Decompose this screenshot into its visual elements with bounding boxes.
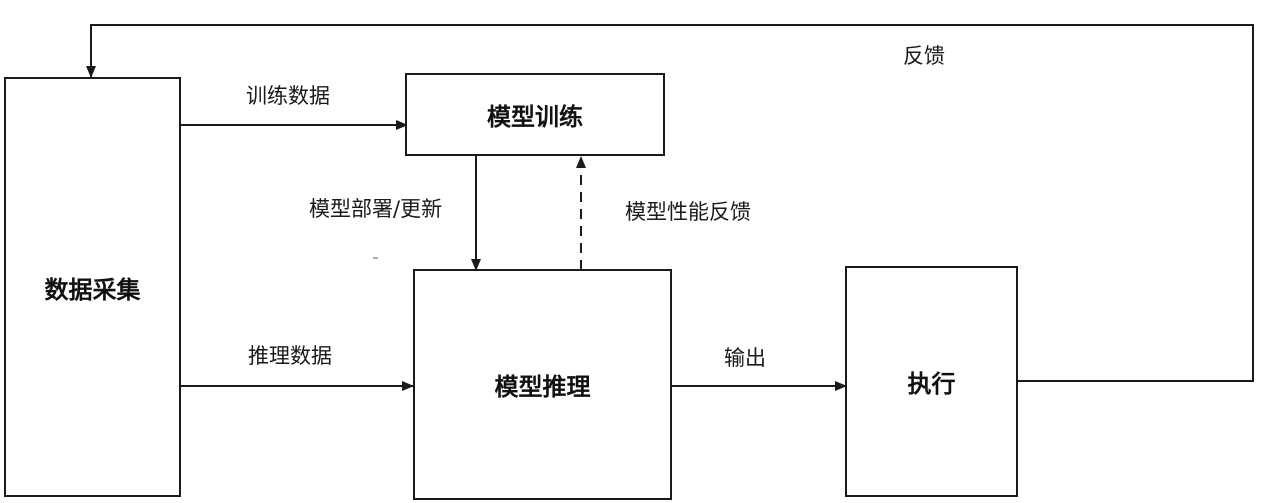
node-model-training: 模型训练 [405,73,665,156]
node-data-collection-label: 数据采集 [44,275,141,304]
node-data-collection: 数据采集 [4,77,181,497]
node-execution: 执行 [845,266,1018,497]
node-model-training-label: 模型训练 [487,103,583,131]
edge-label-output: 输出 [724,346,766,370]
edge-label-deploy-update: 模型部署/更新 [309,197,443,221]
node-model-inference-label: 模型推理 [494,373,591,401]
node-model-inference: 模型推理 [413,269,672,500]
edge-label-inference-data: 推理数据 [248,344,332,368]
node-execution-label: 执行 [907,370,956,398]
arrow-feedback-loop [86,24,1254,382]
edge-label-training-data: 训练数据 [246,84,330,108]
edge-label-performance-feedback: 模型性能反馈 [625,200,751,224]
edge-label-feedback: 反馈 [903,44,945,68]
